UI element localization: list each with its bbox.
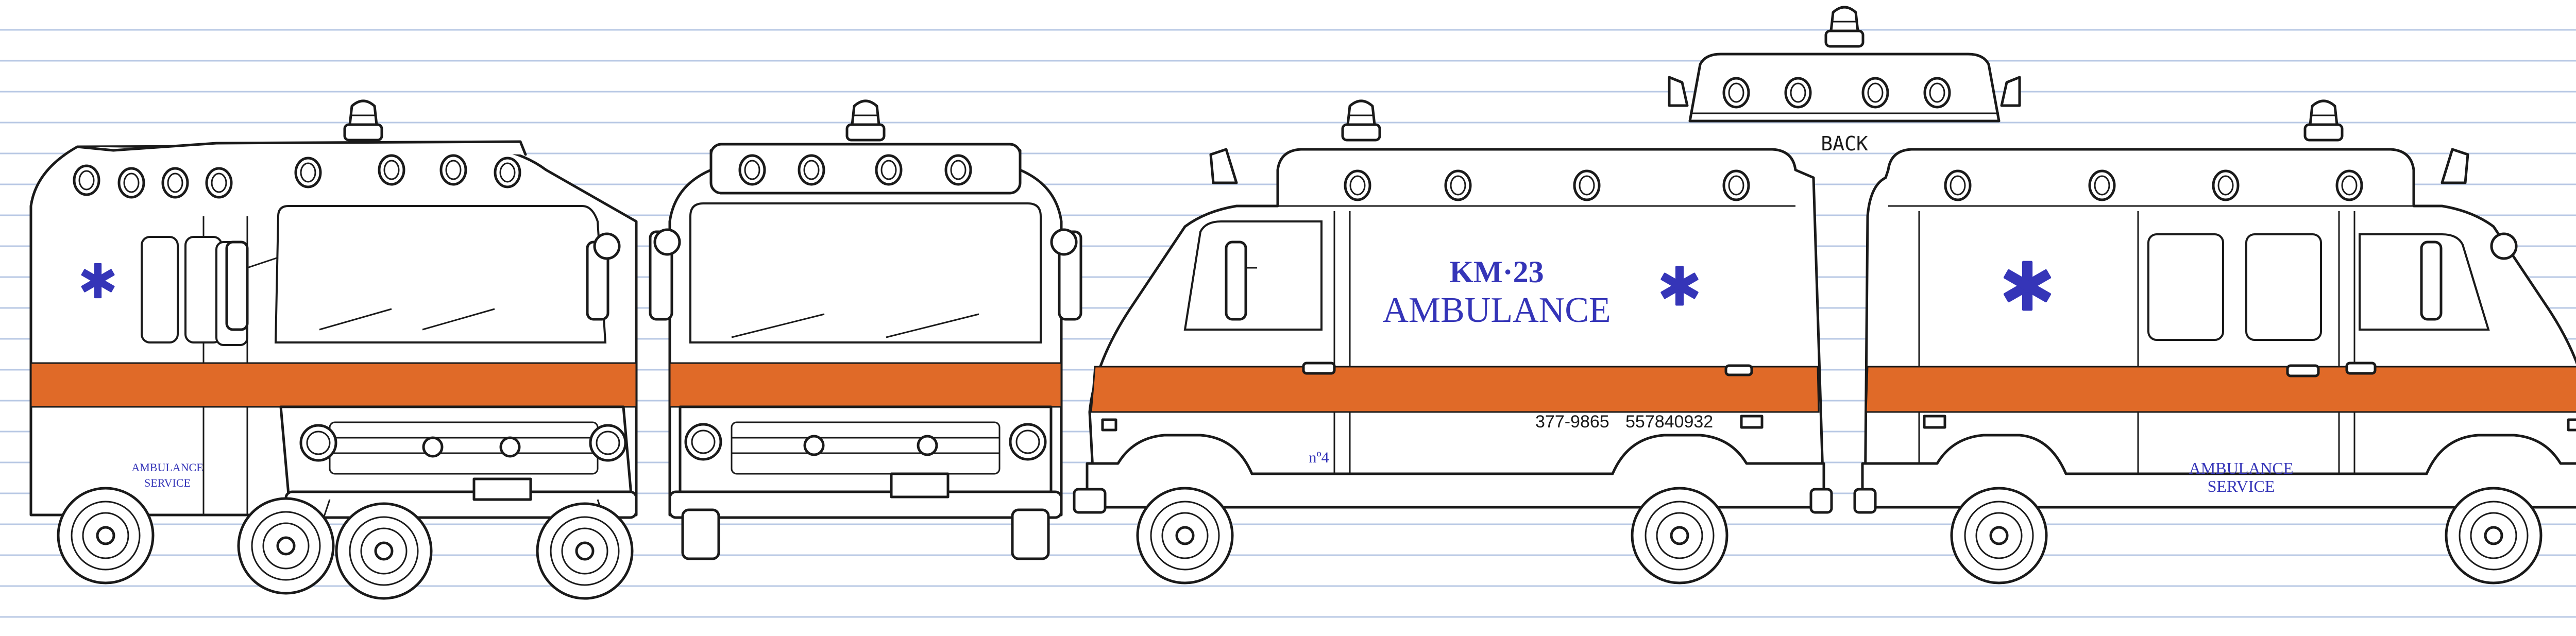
side-mirror-icon [586,232,621,321]
side-mirror-icon [2420,232,2518,321]
orange-stripe [1865,366,2576,413]
door-text-line-2: SERVICE [144,476,191,489]
beacon-light-icon [2305,101,2342,140]
beacon-light-icon [345,101,382,140]
side-mirror-icon [1050,228,1082,321]
left-side-view: KM·23 AMBULANCE 377-9865 557840932 nº4 [1073,101,1833,583]
orange-stripe [669,362,1062,408]
back-label: BACK [1821,132,1868,155]
unit-title: KM·23 [1449,255,1544,289]
flasher-light-icon [119,168,144,197]
wheel-icon [2446,488,2541,583]
flasher-light-icon [495,158,520,187]
flasher-light-icon [2337,171,2362,200]
orange-stripe [30,362,637,408]
flasher-light-icon [163,168,188,197]
flasher-light-icon [207,168,231,197]
flasher-light-icon [1925,78,1950,107]
headlight-icon [301,425,336,460]
side-text-line-1: AMBULANCE [2189,459,2294,477]
headlight-icon [686,424,721,459]
phone-number-2: 557840932 [1625,412,1713,432]
door-text-line-1: AMBULANCE [131,461,203,474]
flasher-light-icon [1863,78,1888,107]
flasher-light-icon [740,156,765,184]
flasher-light-icon [1574,171,1599,200]
side-mirror-icon [649,228,681,321]
flasher-light-icon [296,158,320,187]
flasher-light-icon [1945,171,1970,200]
flasher-light-icon [74,166,99,195]
wheel-icon [1952,488,2046,583]
headlight-icon [1010,424,1045,459]
flasher-light-icon [946,156,971,184]
wheel-icon [537,504,632,598]
beacon-light-icon [1343,101,1380,140]
flasher-light-icon [1446,171,1470,200]
flasher-light-icon [2090,171,2114,200]
flasher-light-icon [1724,78,1749,107]
wheel-icon [1632,488,1727,583]
phone-number-1: 377-9865 [1535,412,1609,432]
side-title: AMBULANCE [1382,290,1611,330]
orange-stripe [1090,366,1820,413]
front-view [649,101,1082,560]
right-side-view: AMBULANCE SERVICE [1853,101,2576,583]
side-mirror-icon [225,240,279,331]
roof-back-view: BACK [1668,7,2021,155]
flasher-light-icon [441,156,466,184]
beacon-light-icon [847,101,884,140]
headlight-icon [590,425,625,460]
flasher-light-icon [799,156,824,184]
wheel-icon [58,488,153,583]
flasher-light-icon [876,156,901,184]
three-quarter-view: AMBULANCE SERVICE [29,101,638,598]
wheel-icon [336,504,431,598]
beacon-light-icon [1826,7,1863,46]
wheel-icon [1138,488,1232,583]
side-text-line-2: SERVICE [2208,477,2275,495]
side-mirror-icon [1225,240,1257,321]
flasher-light-icon [379,156,404,184]
flasher-light-icon [1724,171,1749,200]
flasher-light-icon [2213,171,2238,200]
flasher-light-icon [1786,78,1810,107]
flasher-light-icon [1345,171,1370,200]
unit-number: nº4 [1309,449,1329,466]
wheel-icon [239,499,333,593]
